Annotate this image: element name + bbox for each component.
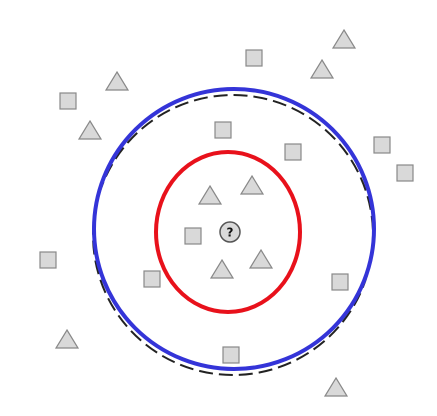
triangle-point [323, 376, 349, 397]
triangle-point [209, 258, 235, 279]
square-point [59, 92, 77, 110]
triangle-point [239, 174, 265, 195]
square-point [184, 227, 202, 245]
square-point [39, 251, 57, 269]
square-point [214, 121, 232, 139]
triangle-point [248, 248, 274, 269]
query-marker [219, 221, 241, 243]
query-label: ? [227, 226, 234, 240]
triangle-point [77, 119, 103, 140]
square-point [284, 143, 302, 161]
triangle-point [197, 184, 223, 205]
triangle-point [54, 328, 80, 349]
triangle-point [331, 28, 357, 49]
square-point [222, 346, 240, 364]
inner-neighborhood-circle [154, 150, 302, 314]
data-points [39, 28, 414, 397]
square-point [143, 270, 161, 288]
triangle-point [309, 58, 335, 79]
square-point [373, 136, 391, 154]
square-point [245, 49, 263, 67]
square-point [331, 273, 349, 291]
square-point [396, 164, 414, 182]
outer-neighborhood-circle [92, 87, 376, 371]
query-point: ? [219, 221, 241, 243]
triangle-point [104, 70, 130, 91]
